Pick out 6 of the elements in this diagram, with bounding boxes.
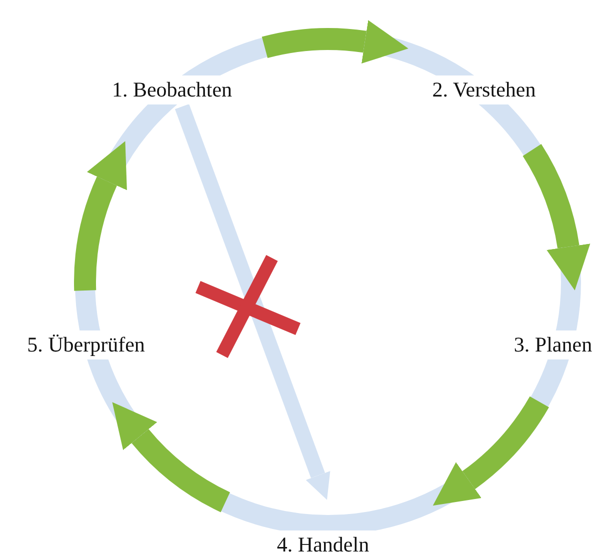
- cycle-arrow: [522, 144, 590, 290]
- cycle-arrow: [110, 404, 231, 512]
- cycle-arrow: [434, 396, 549, 508]
- cycle-arrow: [74, 140, 128, 291]
- arrow: [174, 104, 330, 500]
- cycle-arrow: [262, 20, 409, 64]
